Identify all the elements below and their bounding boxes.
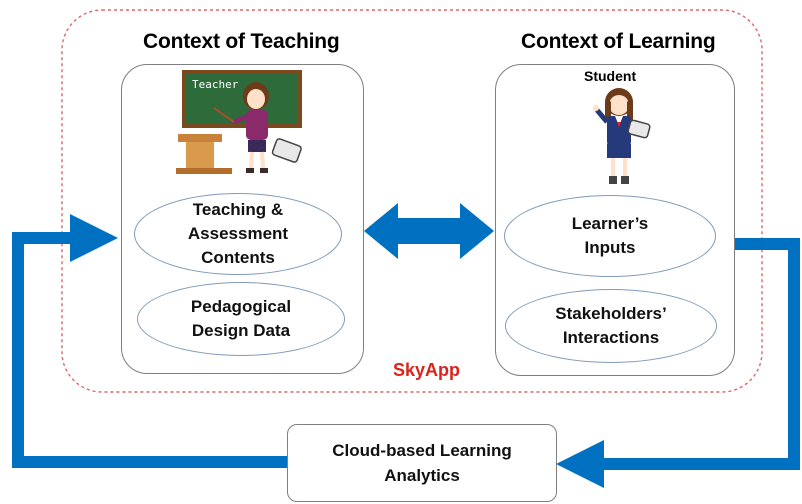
pedagogical-line-2: Design Data [191, 321, 291, 340]
stakeholders-interactions-ellipse: Stakeholders’ Interactions [505, 289, 717, 363]
context-learning-title: Context of Learning [521, 30, 716, 53]
skyapp-boundary [61, 9, 763, 393]
teaching-ellipse-line-3: Contents [201, 248, 275, 267]
context-teaching-title: Context of Teaching [143, 30, 340, 53]
student-illustration [593, 88, 651, 184]
teaching-ellipse-line-1: Teaching & [192, 200, 284, 219]
analytics-line-1: Cloud-based Learning [332, 441, 512, 460]
teacher-illustration: Teacher [176, 70, 302, 174]
skyapp-label: SkyApp [393, 360, 461, 380]
double-arrow [364, 203, 494, 259]
stakeholders-line-1: Stakeholders’ [555, 304, 667, 323]
teaching-assessment-contents-ellipse: Teaching & Assessment Contents [134, 193, 342, 275]
teaching-ellipse-line-2: Assessment [187, 224, 289, 243]
student-label: Student [584, 68, 637, 84]
feedback-line-left [12, 232, 288, 468]
pedagogical-design-data-ellipse: Pedagogical Design Data [137, 282, 345, 356]
pedagogical-line-1: Pedagogical [190, 297, 292, 316]
learners-inputs-ellipse: Learner’s Inputs [504, 195, 716, 277]
board-text: Teacher [192, 78, 239, 91]
feedback-line-right [600, 238, 800, 470]
learners-inputs-line-2: Inputs [584, 238, 636, 257]
cloud-analytics-box: Cloud-based Learning Analytics [287, 424, 557, 502]
stakeholders-line-2: Interactions [562, 328, 660, 347]
arrow-head-into-teaching [70, 214, 118, 262]
analytics-line-2: Analytics [384, 466, 460, 485]
learners-inputs-line-1: Learner’s [571, 214, 649, 233]
arrow-head-into-analytics [556, 440, 604, 488]
